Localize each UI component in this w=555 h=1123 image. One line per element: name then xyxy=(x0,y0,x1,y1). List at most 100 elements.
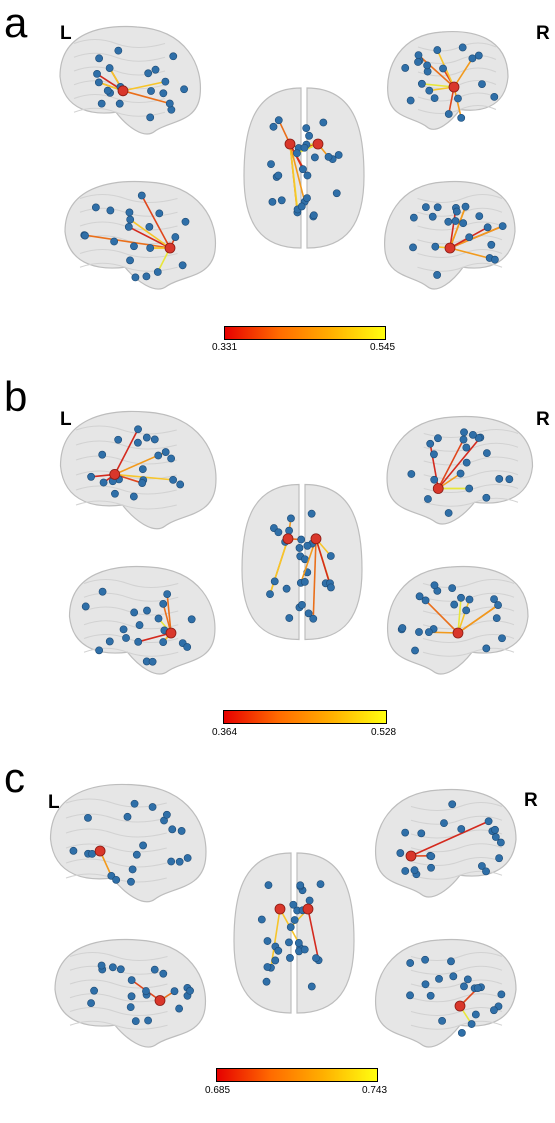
network-node xyxy=(496,838,505,847)
gyrus-line xyxy=(422,647,515,657)
gyrus-line xyxy=(79,249,178,258)
connection-edge xyxy=(457,597,462,634)
gyrus-line xyxy=(417,249,503,258)
gyrus-line xyxy=(83,579,179,588)
network-node xyxy=(300,945,309,954)
network-node xyxy=(310,153,319,162)
network-node xyxy=(302,124,311,133)
network-node xyxy=(277,196,286,205)
network-node xyxy=(430,581,439,590)
network-node xyxy=(490,1006,498,1015)
network-node xyxy=(297,202,306,211)
lateral-network xyxy=(93,46,188,122)
network-node xyxy=(482,449,491,458)
network-node xyxy=(263,963,272,971)
connection-edge xyxy=(312,538,317,619)
network-node xyxy=(484,817,493,826)
gyrus-line xyxy=(73,94,166,103)
network-node xyxy=(305,896,314,905)
network-node xyxy=(175,1004,184,1013)
colorbar-c xyxy=(216,1068,378,1082)
network-node xyxy=(316,880,325,888)
network-node xyxy=(497,990,506,999)
network-node xyxy=(98,450,107,459)
network-node xyxy=(475,212,484,221)
gyrus-line xyxy=(410,802,503,811)
gyrus-line xyxy=(65,813,167,823)
network-node xyxy=(264,881,273,890)
network-node xyxy=(130,242,138,251)
network-node xyxy=(482,644,491,653)
network-node xyxy=(409,213,418,222)
colorbar-min-a: 0.331 xyxy=(212,342,238,353)
network-node xyxy=(106,206,115,215)
left-lateral-view xyxy=(59,410,217,530)
hub-node xyxy=(432,483,444,494)
network-node xyxy=(105,64,114,72)
gyrus-line xyxy=(417,55,497,64)
network-node xyxy=(424,628,433,637)
gyrus-line xyxy=(69,993,168,1003)
network-node xyxy=(456,469,465,478)
network-node xyxy=(127,877,135,886)
connection-edge xyxy=(141,195,171,249)
connection-edge xyxy=(410,820,489,857)
network-node xyxy=(142,433,151,442)
gyrus-line xyxy=(423,456,519,466)
network-node xyxy=(274,116,283,125)
colorbar-a xyxy=(224,326,386,340)
brain-network-views-c xyxy=(49,783,517,1048)
network-node xyxy=(187,615,196,624)
network-node xyxy=(153,268,162,276)
network-node xyxy=(421,980,430,989)
network-node xyxy=(425,86,434,95)
network-node xyxy=(186,986,194,995)
network-node xyxy=(162,810,171,819)
network-node xyxy=(175,857,184,866)
right-hemisphere-surface xyxy=(304,483,363,641)
network-node xyxy=(146,244,155,252)
network-node xyxy=(97,961,106,970)
network-node xyxy=(144,1016,152,1025)
gyrus-line xyxy=(73,52,166,62)
network-node xyxy=(282,584,291,593)
dorsal-network-left xyxy=(257,881,305,986)
network-node xyxy=(428,212,437,221)
left-hemisphere-label: L xyxy=(60,23,72,44)
network-node xyxy=(431,242,440,251)
dorsal-view xyxy=(243,87,365,249)
left-hemisphere-surface xyxy=(233,852,292,1014)
hub-node xyxy=(94,845,106,857)
network-node xyxy=(414,58,422,66)
network-node xyxy=(155,209,164,218)
network-node xyxy=(297,535,306,544)
network-node xyxy=(124,223,133,231)
network-node xyxy=(139,841,147,850)
brain-surface xyxy=(384,180,516,290)
connection-edge xyxy=(114,428,139,475)
lateral-network xyxy=(87,425,185,501)
gyrus-line xyxy=(73,39,166,48)
connection-edge xyxy=(128,226,171,249)
network-node xyxy=(305,131,313,140)
lateral-network xyxy=(69,799,192,886)
lateral-network xyxy=(401,43,499,122)
network-node xyxy=(274,171,283,180)
network-node xyxy=(307,509,316,518)
hub-node xyxy=(452,627,464,639)
network-node xyxy=(430,475,439,484)
network-node xyxy=(127,976,136,985)
network-node xyxy=(451,217,460,225)
network-node xyxy=(327,583,335,592)
right-lateral-view xyxy=(374,938,517,1048)
network-node xyxy=(159,599,168,608)
network-node xyxy=(294,939,303,947)
network-node xyxy=(150,435,159,444)
network-node xyxy=(448,584,457,593)
hub-node xyxy=(405,850,417,862)
network-node xyxy=(495,475,504,483)
connection-edge xyxy=(137,632,172,643)
connection-edge xyxy=(457,599,471,634)
network-node xyxy=(91,203,100,212)
network-node xyxy=(490,92,499,101)
